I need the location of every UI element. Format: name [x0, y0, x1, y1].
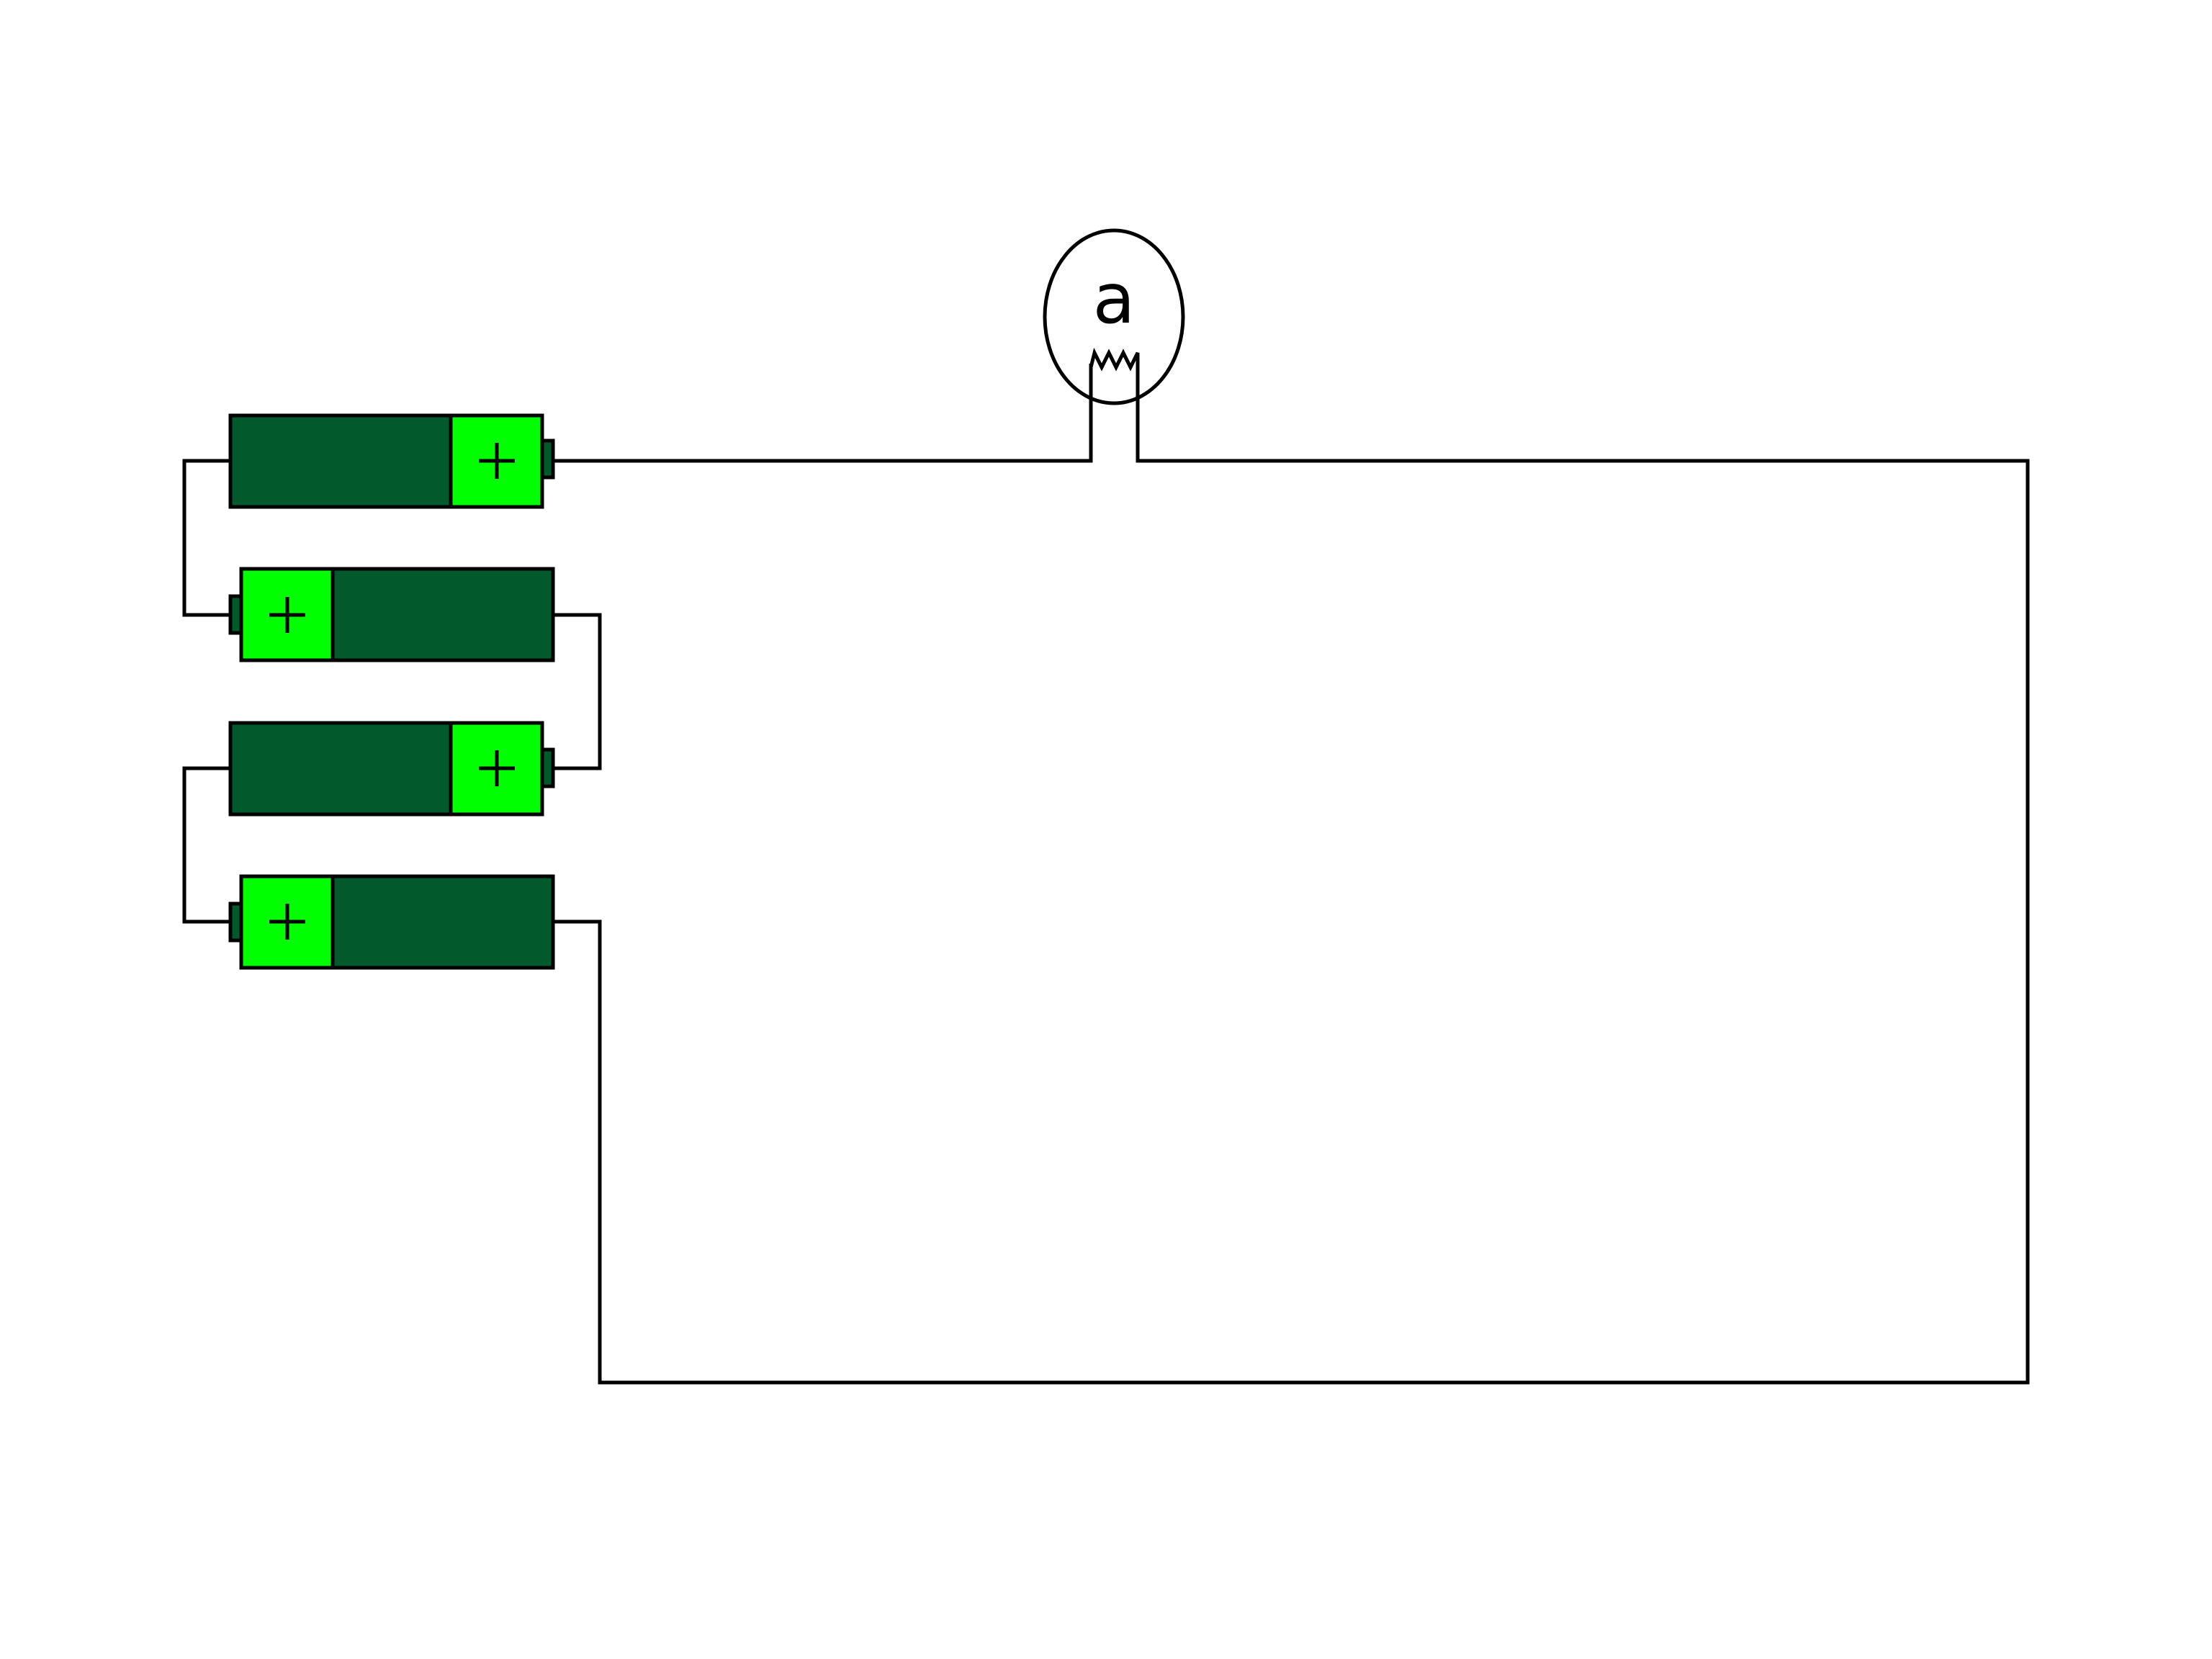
wire-battery2-to-battery3	[553, 613, 602, 770]
light-bulb: a	[1043, 228, 1185, 405]
battery-terminal	[540, 747, 555, 788]
bulb-glass-icon	[1043, 228, 1185, 405]
battery-terminal	[228, 902, 243, 943]
battery-terminal	[228, 594, 243, 635]
wire-battery1-to-battery2	[182, 459, 230, 617]
battery-terminal	[540, 439, 555, 480]
battery-4	[228, 874, 555, 970]
bulb-filament-icon	[1089, 347, 1140, 372]
wire-bulb-to-battery4	[553, 364, 2030, 1385]
wire-battery3-to-battery4	[182, 766, 230, 924]
wire-battery1-to-bulb	[553, 364, 1093, 463]
battery-3	[228, 721, 555, 817]
battery-1	[228, 413, 555, 509]
battery-2	[228, 567, 555, 662]
wires	[182, 364, 2030, 1385]
bulb-label: a	[1093, 258, 1136, 339]
